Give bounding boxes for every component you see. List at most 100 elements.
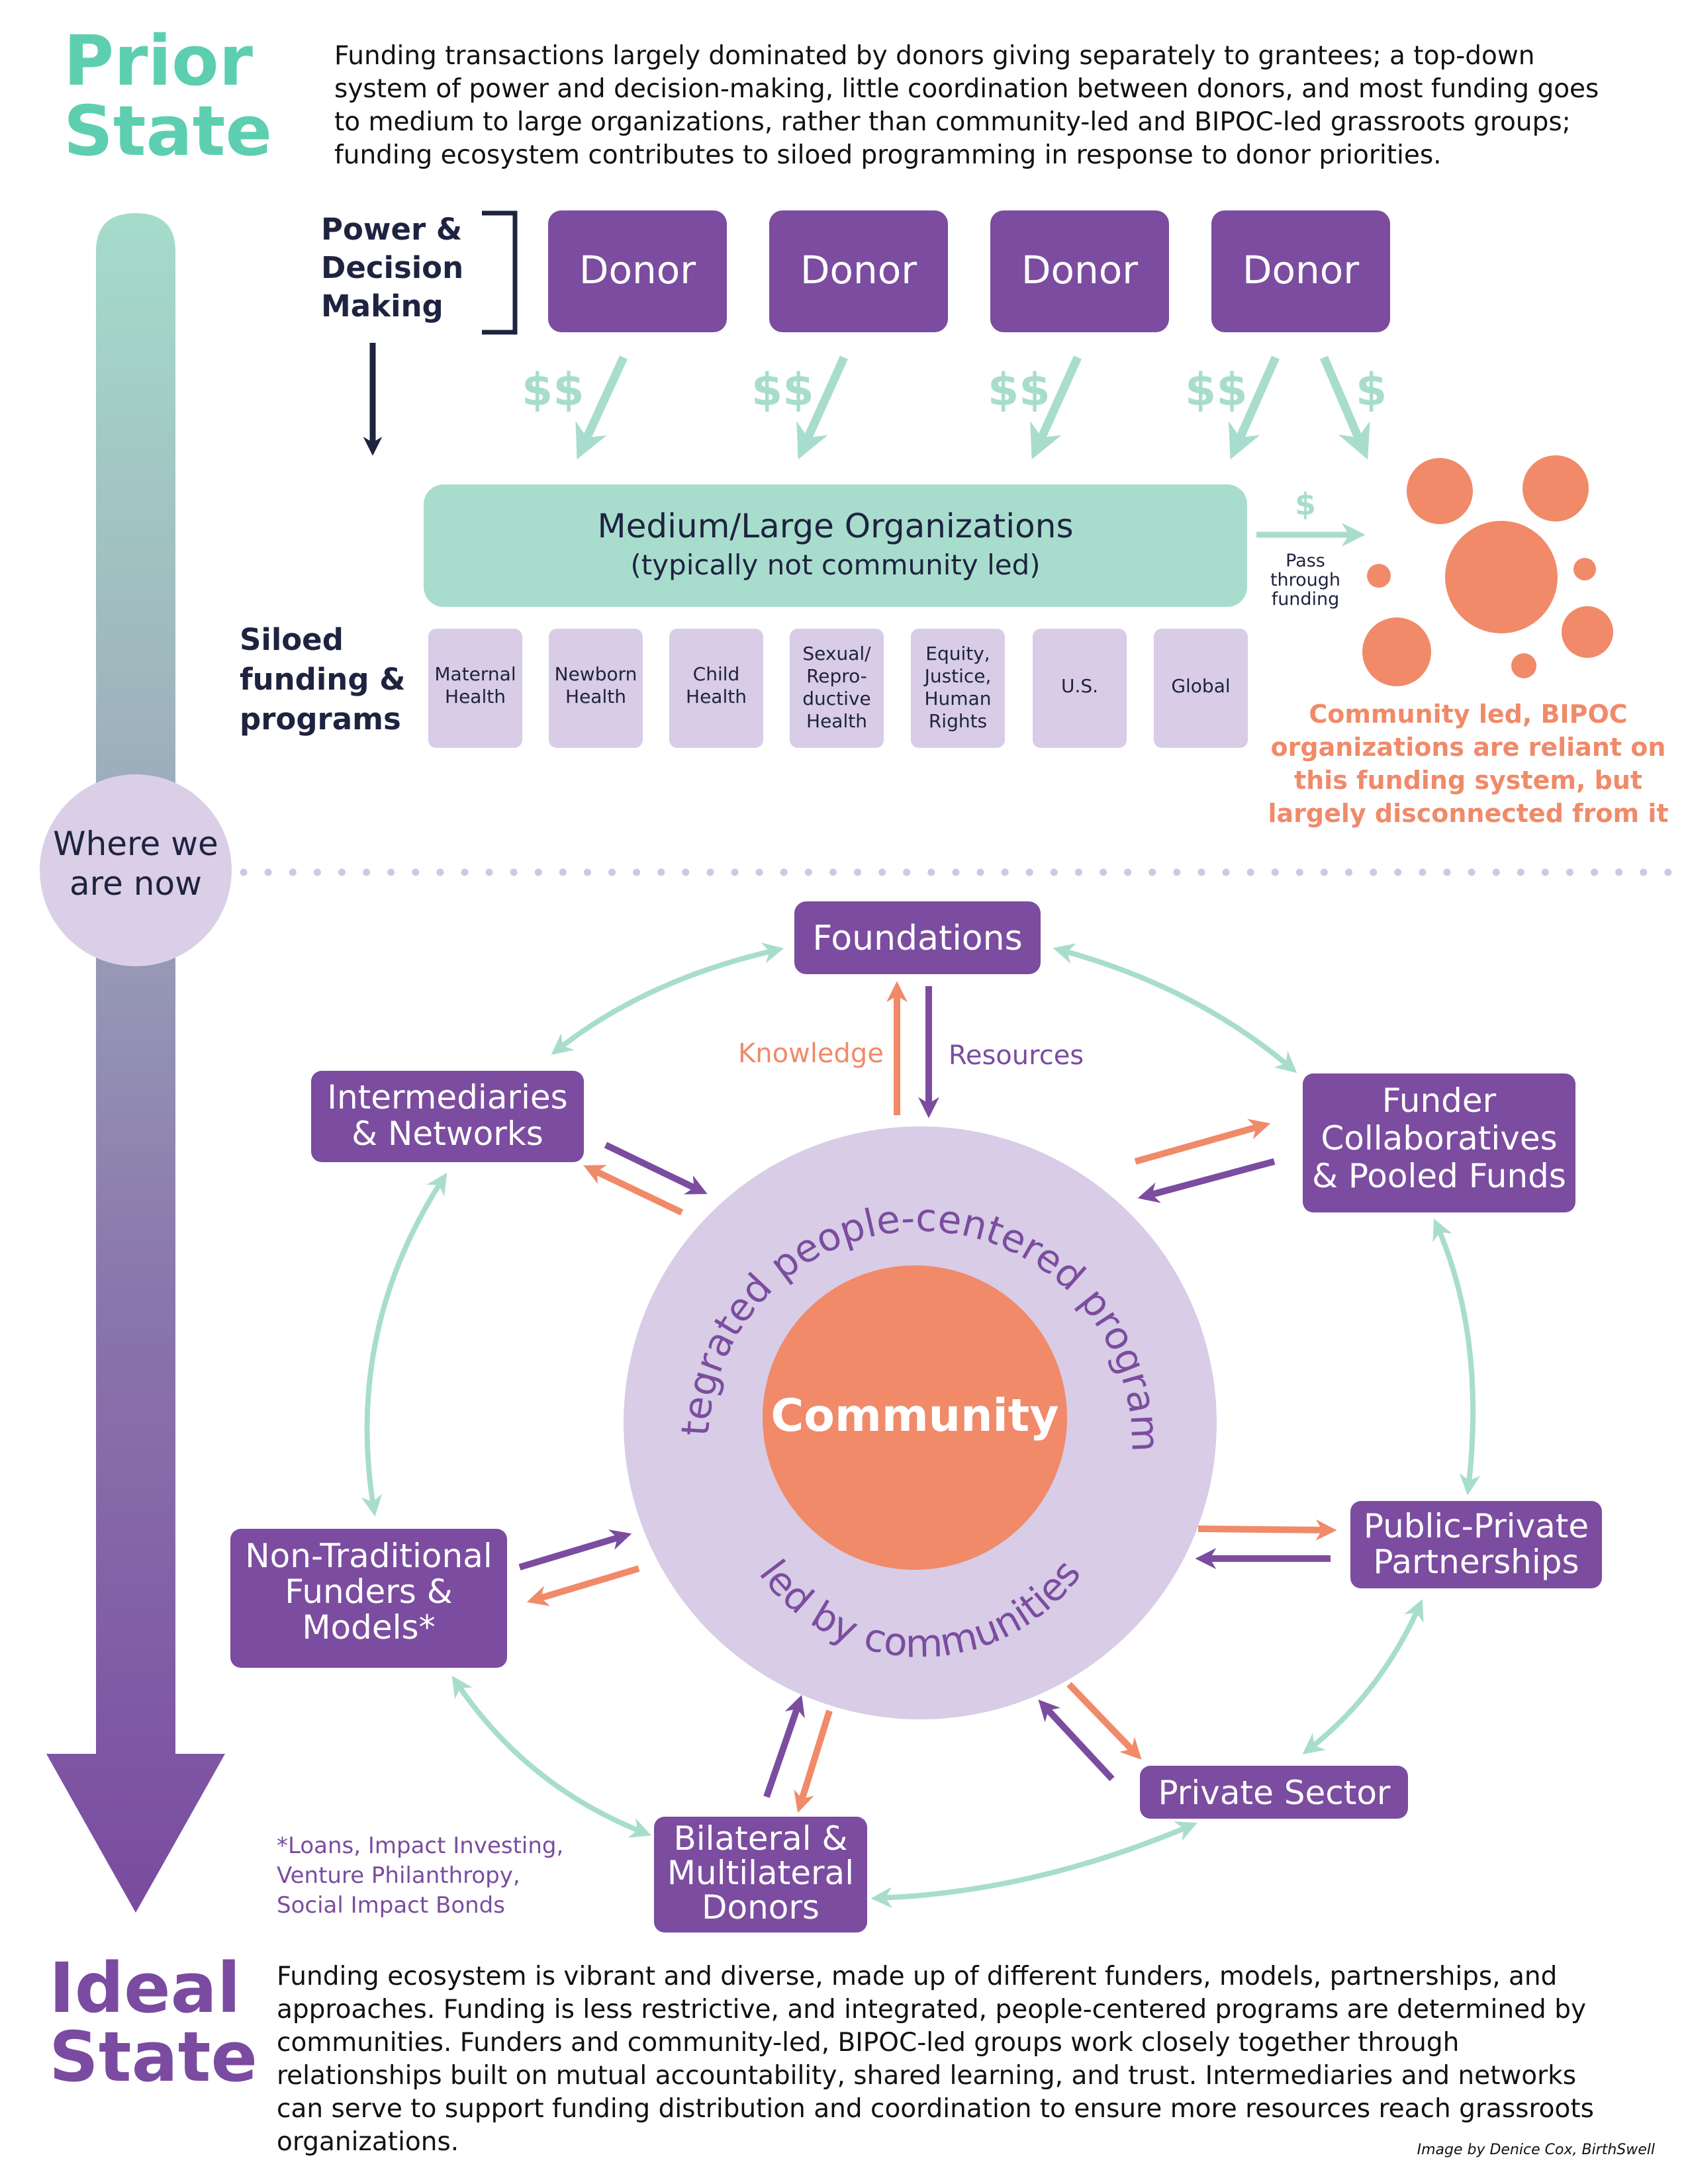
arrow-from-community	[583, 1165, 684, 1216]
community-org-dot	[1573, 558, 1596, 580]
footnote: *Loans, Impact Investing, Venture Philan…	[277, 1833, 563, 1919]
community-note-line-2: organizations are reliant on	[1271, 733, 1666, 762]
flow-arrows	[518, 981, 1337, 1813]
node-label: Donors	[702, 1888, 820, 1927]
footnote-line-1: *Loans, Impact Investing,	[277, 1833, 563, 1859]
pass-label-line-3: funding	[1272, 589, 1340, 610]
silo-box: U.S.	[1033, 629, 1127, 748]
community-org-dot	[1362, 617, 1431, 686]
node-private-sector: Private Sector	[1140, 1766, 1408, 1819]
connector-foundations-intermediaries	[551, 942, 784, 1055]
connector-privatesector-bilateral	[870, 1821, 1197, 1909]
resources-label: Resources	[949, 1040, 1084, 1071]
connector-publicprivate-privatesector	[1302, 1599, 1424, 1754]
community-org-dot	[1407, 458, 1473, 524]
silo-label: Newborn	[555, 663, 637, 685]
money-arrow	[796, 355, 848, 460]
money-arrows	[575, 355, 1370, 460]
pass-through-label: Pass through funding	[1270, 551, 1340, 610]
image-credit: Image by Denice Cox, BirthSwell	[1417, 2142, 1655, 2158]
node-label: Funders &	[285, 1572, 452, 1611]
marker-line-2: are now	[70, 864, 202, 903]
power-decision-label: Power & Decision Making	[321, 212, 463, 324]
pass-label-line-1: Pass	[1286, 551, 1325, 571]
node-label: Funder	[1382, 1081, 1497, 1120]
silo-label: U.S.	[1061, 675, 1098, 697]
siloed-funding-label: Siloed funding & programs	[240, 622, 405, 737]
node-label: Multilateral	[667, 1854, 854, 1892]
silo-box: Global	[1154, 629, 1248, 748]
arrow-from-community	[1066, 1682, 1142, 1760]
siloed-label-line-1: Siloed	[240, 622, 344, 657]
community-org-dot	[1523, 455, 1589, 522]
node-label: Non-Traditional	[245, 1537, 492, 1575]
community-org-dot	[1445, 521, 1558, 633]
money-arrow	[1030, 355, 1082, 460]
node-label: & Pooled Funds	[1312, 1157, 1566, 1195]
silo-label: Health	[445, 686, 506, 707]
arrow-to-community	[1137, 1158, 1276, 1203]
donor-box: Donor	[769, 210, 948, 332]
footnote-line-3: Social Impact Bonds	[277, 1892, 505, 1919]
donor-label: Donor	[1243, 248, 1359, 293]
arrow-to-community	[604, 1142, 708, 1195]
siloed-label-line-2: funding &	[240, 662, 405, 697]
silo-label: Health	[806, 710, 867, 732]
money-label: $$	[988, 364, 1051, 416]
arrow-from-community	[1197, 1519, 1337, 1541]
arrow-from-community	[526, 1565, 640, 1606]
node-public-private-partnerships: Public-Private Partnerships	[1350, 1501, 1602, 1588]
silo-label: Maternal	[434, 663, 516, 685]
node-label: Models*	[302, 1608, 435, 1647]
donor-box: Donor	[990, 210, 1169, 332]
silo-label: Health	[686, 686, 747, 707]
money-arrow	[1320, 355, 1370, 460]
timeline-arrow	[46, 213, 225, 1913]
ecosystem-connectors	[361, 942, 1481, 1909]
community-note-line-1: Community led, BIPOC	[1309, 700, 1627, 729]
arrow-from-community	[1134, 1118, 1271, 1165]
silo-label: Justice,	[923, 665, 992, 687]
money-label: $$	[1185, 364, 1248, 416]
donor-box: Donor	[548, 210, 727, 332]
connector-foundations-collaboratives	[1053, 943, 1297, 1073]
money-label: $$	[751, 364, 814, 416]
knowledge-label: Knowledge	[738, 1038, 884, 1069]
power-label-line-1: Power &	[321, 212, 462, 247]
silo-boxes: Maternal Health Newborn Health Child Hea…	[428, 629, 1248, 748]
community-org-dot	[1562, 606, 1613, 658]
pass-through-money: $	[1295, 486, 1316, 522]
organizations-subtitle: (typically not community led)	[630, 549, 1040, 581]
node-label: Public-Private	[1364, 1507, 1589, 1545]
silo-label: ductive	[802, 688, 870, 709]
power-bracket	[482, 210, 518, 335]
money-arrow	[1228, 355, 1280, 460]
node-label: Partnerships	[1373, 1543, 1579, 1581]
node-intermediaries-networks: Intermediaries & Networks	[311, 1071, 584, 1162]
footnote-line-2: Venture Philanthropy,	[277, 1862, 520, 1889]
silo-label: Repro-	[806, 665, 867, 687]
ideal-state-description: Funding ecosystem is vibrant and diverse…	[277, 1962, 1594, 2157]
marker-line-1: Where we	[53, 825, 218, 863]
node-foundations: Foundations	[794, 901, 1041, 974]
silo-label: Global	[1171, 675, 1230, 697]
node-funder-collaboratives: Funder Collaboratives & Pooled Funds	[1303, 1073, 1575, 1212]
community-note: Community led, BIPOC organizations are r…	[1268, 700, 1668, 828]
donor-box: Donor	[1211, 210, 1390, 332]
community-label: Community	[771, 1390, 1058, 1442]
node-label: Collaboratives	[1321, 1119, 1557, 1158]
money-label: $$	[522, 364, 585, 416]
community-center: Community	[763, 1265, 1067, 1570]
silo-label: Human	[925, 688, 992, 709]
node-label: Intermediaries	[327, 1078, 567, 1116]
siloed-label-line-3: programs	[240, 702, 401, 737]
arrow-to-community	[1038, 1699, 1115, 1782]
silo-box: Maternal Health	[428, 629, 522, 748]
silo-box: Sexual/ Repro- ductive Health	[790, 629, 884, 748]
community-note-line-4: largely disconnected from it	[1268, 799, 1668, 828]
money-arrow	[575, 355, 628, 460]
prior-state-description: Funding transactions largely dominated b…	[334, 41, 1599, 170]
silo-label: Health	[565, 686, 626, 707]
arrow-to-community	[518, 1529, 632, 1570]
